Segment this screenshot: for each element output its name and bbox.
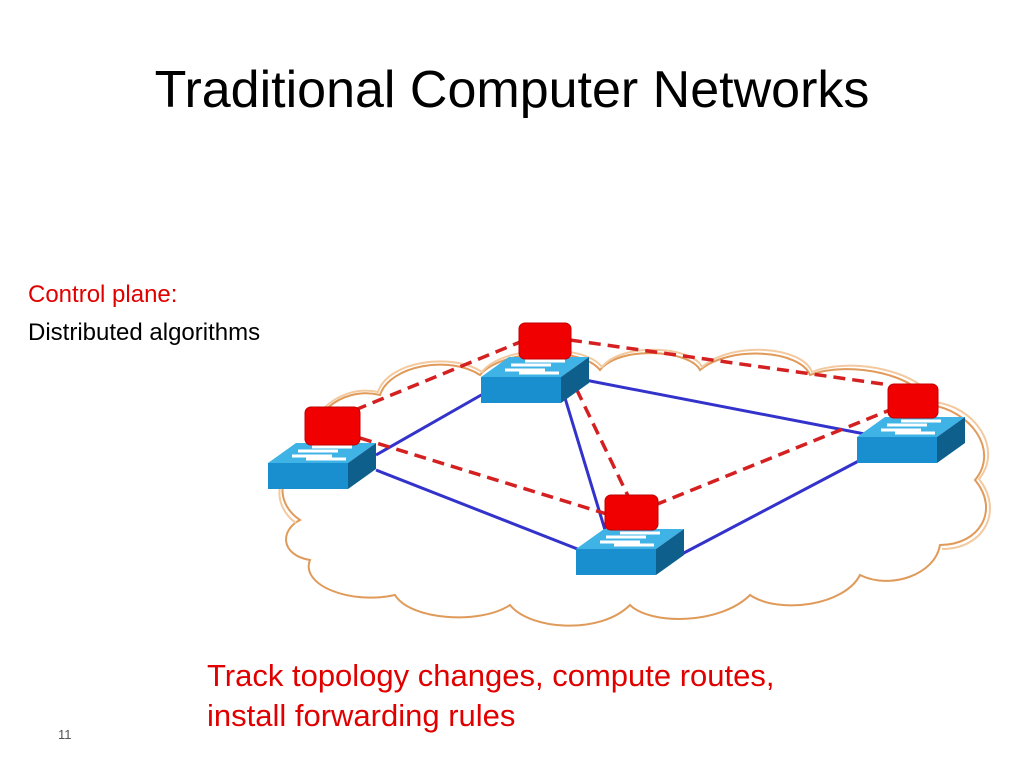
controller-bottom-icon[interactable] xyxy=(604,494,659,531)
slide-number: 11 xyxy=(58,727,72,742)
link-top-right xyxy=(584,378,871,437)
controller-left-icon[interactable] xyxy=(304,406,361,446)
switch-right-icon[interactable] xyxy=(857,417,965,463)
control-links xyxy=(354,338,891,517)
link-bottom-right xyxy=(679,453,871,557)
caption: Track topology changes, compute routes, … xyxy=(207,656,775,736)
control-link-left-bottom xyxy=(359,436,611,517)
control-plane-description: Distributed algorithms xyxy=(28,319,261,346)
data-links xyxy=(375,378,871,557)
network-cloud xyxy=(278,348,991,627)
caption-line-1: Track topology changes, compute routes, xyxy=(207,658,775,693)
caption-line-2: install forwarding rules xyxy=(207,698,516,733)
slide-title: Traditional Computer Networks xyxy=(154,61,870,119)
link-top-bottom xyxy=(563,397,607,531)
controller-right-icon[interactable] xyxy=(887,383,939,419)
control-link-top-right xyxy=(569,338,891,387)
controller-top-icon[interactable] xyxy=(518,322,572,360)
control-link-left-top xyxy=(354,338,526,412)
switch-left-icon[interactable] xyxy=(268,443,376,489)
control-link-bottom-right xyxy=(654,408,891,507)
link-left-top xyxy=(375,388,491,457)
switch-bottom-icon[interactable] xyxy=(576,529,684,575)
control-plane-label: Control plane: Distributed algorithms xyxy=(28,276,260,352)
switch-top-icon[interactable] xyxy=(481,357,589,403)
control-plane-heading: Control plane: xyxy=(28,281,178,308)
controllers xyxy=(304,322,939,531)
link-left-bottom xyxy=(375,468,581,552)
